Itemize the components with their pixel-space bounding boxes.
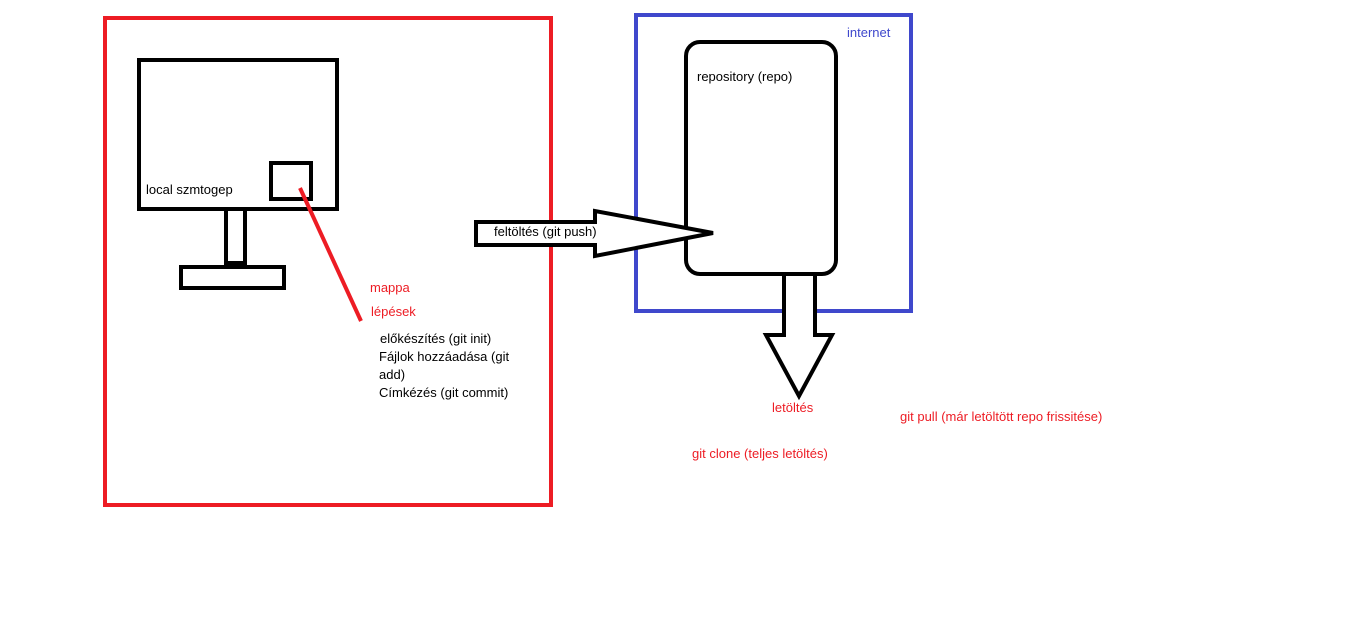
repository-label: repository (repo) <box>697 69 792 84</box>
local-computer-label: local szmtogep <box>146 182 233 197</box>
internet-label: internet <box>847 25 891 40</box>
step-item: Fájlok hozzáadása (git <box>379 349 509 364</box>
local-frame <box>103 16 553 507</box>
step-item: add) <box>379 367 405 382</box>
folder-pointer-line <box>298 187 363 322</box>
git-pull-label: git pull (már letöltött repo frissitése) <box>900 409 1102 424</box>
push-arrow-label: feltöltés (git push) <box>494 224 597 239</box>
push-arrow <box>474 208 714 259</box>
git-clone-label: git clone (teljes letöltés) <box>692 446 828 461</box>
download-arrow <box>762 272 836 401</box>
repository-box <box>684 40 838 276</box>
folder-icon <box>269 161 313 201</box>
step-item: előkészítés (git init) <box>380 331 491 346</box>
steps-heading: lépések <box>371 304 416 319</box>
step-item: Címkézés (git commit) <box>379 385 508 400</box>
internet-frame <box>634 13 913 313</box>
download-label: letöltés <box>772 400 814 415</box>
folder-label: mappa <box>370 280 411 295</box>
